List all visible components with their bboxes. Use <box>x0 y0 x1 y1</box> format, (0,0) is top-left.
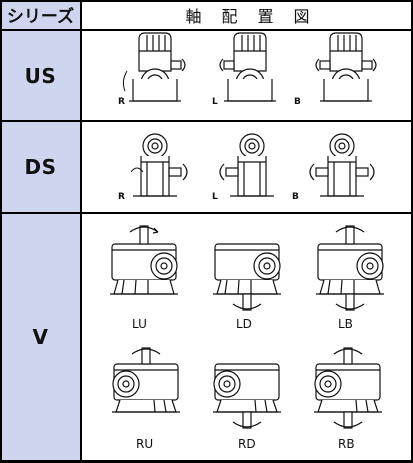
series-cell-ds: DS <box>0 122 81 212</box>
us-variant-b-label: B <box>294 97 301 107</box>
diagram-header-cell: 軸配置図 <box>82 0 413 29</box>
series-header-label: シリーズ <box>6 7 75 27</box>
v-variant-rb-diagram <box>313 347 383 429</box>
v-variant-ld-label: LD <box>236 317 252 331</box>
ds-variant-b-diagram <box>309 133 375 197</box>
us-variant-l-diagram <box>219 32 277 102</box>
grid-line <box>80 0 82 463</box>
ds-variant-l-diagram <box>219 133 275 197</box>
us-shaft-diagrams: R L B <box>118 32 377 107</box>
us-variant-b-diagram <box>315 32 377 102</box>
grid-line <box>0 120 413 122</box>
series-label-us: US <box>24 63 57 88</box>
series-label-v: V <box>32 325 49 349</box>
us-variant-r-diagram <box>122 32 186 102</box>
series-cell-v: V <box>0 214 81 460</box>
v-variant-rd-label: RD <box>238 437 256 451</box>
v-variant-ru-diagram <box>111 347 181 413</box>
series-label-ds: DS <box>24 155 57 179</box>
ds-shaft-diagrams: R L B <box>118 133 375 202</box>
v-shaft-diagrams: LU LD LB RU RD <box>109 225 385 451</box>
v-variant-lu-diagram <box>109 225 179 295</box>
series-cell-us: US <box>0 31 81 120</box>
diagram-header-label: 軸配置図 <box>185 6 330 26</box>
grid-line <box>0 460 413 463</box>
us-variant-r-label: R <box>118 97 125 107</box>
v-variant-ld-diagram <box>212 243 282 311</box>
ds-variant-b-label: B <box>292 192 299 202</box>
v-variant-ru-label: RU <box>136 437 153 451</box>
grid-line <box>0 0 413 2</box>
v-variant-lb-diagram <box>315 225 385 311</box>
us-variant-l-label: L <box>212 97 218 107</box>
v-variant-lb-label: LB <box>338 317 353 331</box>
v-variant-rd-diagram <box>212 363 282 429</box>
series-header-cell: シリーズ <box>0 0 81 29</box>
grid-line <box>411 0 413 463</box>
ds-variant-r-label: R <box>118 192 125 202</box>
grid-line <box>0 0 2 463</box>
v-variant-rb-label: RB <box>338 437 355 451</box>
ds-variant-l-label: L <box>212 192 218 202</box>
ds-variant-r-diagram <box>130 133 188 197</box>
v-variant-lu-label: LU <box>132 317 147 331</box>
grid-line <box>0 29 413 31</box>
grid-line <box>0 212 413 214</box>
